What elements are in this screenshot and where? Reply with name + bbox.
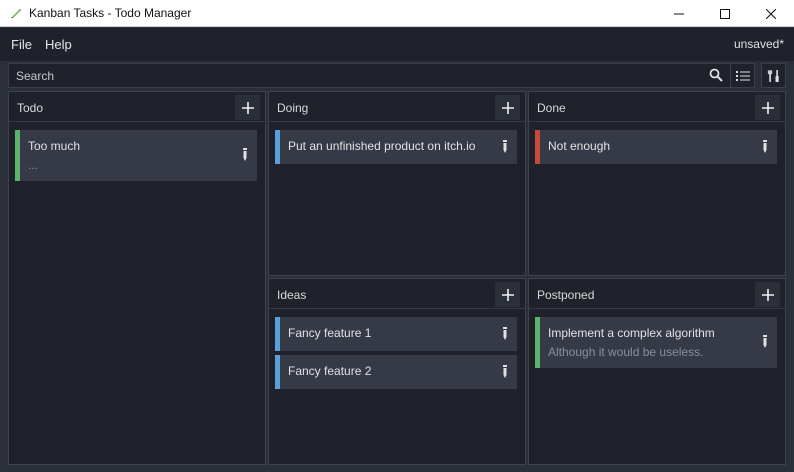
- column-header: Ideas: [269, 279, 525, 309]
- list-view-button[interactable]: [730, 63, 755, 88]
- menu-help[interactable]: Help: [44, 37, 72, 52]
- unsaved-status: unsaved*: [733, 37, 784, 51]
- edit-pencil-icon[interactable]: [761, 335, 769, 349]
- column-ideas: Ideas Fancy feature 1 Fancy feature 2: [268, 278, 526, 465]
- task-title: Not enough: [548, 139, 611, 153]
- column-header: Done: [529, 92, 785, 122]
- column-todo: Todo Too much ...: [8, 91, 266, 465]
- add-task-button[interactable]: [235, 95, 260, 120]
- task-title: Too much: [28, 139, 81, 153]
- column-title: Doing: [277, 101, 309, 115]
- menu-bar: File Help unsaved*: [0, 28, 794, 61]
- column-header: Todo: [9, 92, 265, 122]
- plus-icon: [501, 288, 514, 301]
- task-title: Fancy feature 1: [288, 326, 372, 340]
- edit-pencil-icon[interactable]: [241, 148, 249, 162]
- close-icon: [766, 8, 776, 19]
- task-card[interactable]: Not enough: [535, 130, 777, 164]
- plus-icon: [501, 101, 514, 114]
- window-titlebar: Kanban Tasks - Todo Manager: [0, 0, 794, 27]
- list-icon: [735, 70, 750, 81]
- tools-icon: [767, 69, 779, 82]
- task-description: ...: [28, 158, 39, 172]
- search-input[interactable]: Search: [8, 63, 732, 88]
- kanban-board: Todo Too much ... Doing Put an unfinishe…: [8, 91, 786, 465]
- plus-icon: [761, 101, 774, 114]
- task-card[interactable]: Fancy feature 1: [275, 317, 517, 351]
- column-title: Ideas: [277, 288, 307, 302]
- add-task-button[interactable]: [755, 282, 780, 307]
- task-title: Implement a complex algorithm: [548, 326, 715, 340]
- add-task-button[interactable]: [495, 95, 520, 120]
- minimize-icon: [674, 13, 684, 14]
- task-card[interactable]: Too much ...: [15, 130, 257, 181]
- column-header: Postponed: [529, 279, 785, 309]
- task-card[interactable]: Put an unfinished product on itch.io: [275, 130, 517, 164]
- minimize-button[interactable]: [656, 0, 702, 27]
- close-button[interactable]: [748, 0, 794, 27]
- add-task-button[interactable]: [755, 95, 780, 120]
- task-card[interactable]: Fancy feature 2: [275, 355, 517, 389]
- edit-pencil-icon[interactable]: [501, 140, 509, 154]
- edit-pencil-icon[interactable]: [501, 327, 509, 341]
- maximize-icon: [720, 8, 730, 19]
- column-doing: Doing Put an unfinished product on itch.…: [268, 91, 526, 276]
- task-title: Fancy feature 2: [288, 364, 372, 378]
- menu-file[interactable]: File: [11, 37, 32, 52]
- column-done: Done Not enough: [528, 91, 786, 276]
- settings-button[interactable]: [761, 63, 786, 88]
- search-icon[interactable]: [709, 68, 725, 84]
- search-row: Search: [6, 63, 788, 89]
- column-postponed: Postponed Implement a complex algorithm …: [528, 278, 786, 465]
- plus-icon: [761, 288, 774, 301]
- search-placeholder: Search: [16, 69, 55, 83]
- edit-pencil-icon[interactable]: [761, 140, 769, 154]
- column-title: Done: [537, 101, 566, 115]
- edit-pencil-icon[interactable]: [501, 365, 509, 379]
- maximize-button[interactable]: [702, 0, 748, 27]
- task-card[interactable]: Implement a complex algorithm Although i…: [535, 317, 777, 368]
- app-pencil-icon: [9, 6, 23, 20]
- column-title: Postponed: [537, 288, 595, 302]
- task-description: Although it would be useless.: [548, 345, 704, 359]
- task-title: Put an unfinished product on itch.io: [288, 139, 476, 153]
- window-title: Kanban Tasks - Todo Manager: [29, 6, 192, 20]
- column-header: Doing: [269, 92, 525, 122]
- add-task-button[interactable]: [495, 282, 520, 307]
- column-title: Todo: [17, 101, 44, 115]
- plus-icon: [241, 101, 254, 114]
